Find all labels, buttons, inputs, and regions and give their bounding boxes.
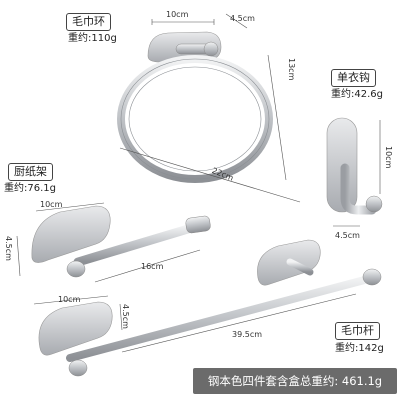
- coat-hook-illustration: [326, 117, 383, 227]
- coat-hook-depth: 4.5cm: [335, 231, 360, 240]
- towel-ring-weight: 重约:110g: [68, 33, 117, 44]
- paper-holder-weight: 重约:76.1g: [4, 183, 56, 194]
- towel-bar-base-width: 10cm: [58, 295, 81, 304]
- towel-ring-base-width: 10cm: [166, 10, 189, 19]
- towel-ring-height: 13cm: [287, 58, 296, 81]
- towel-ring-illustration: [117, 13, 301, 203]
- towel-bar-name: 毛巾杆: [335, 322, 380, 340]
- towel-ring-name: 毛巾环: [66, 13, 111, 31]
- towel-bar-illustration: [33, 239, 382, 377]
- towel-bar-rod: [66, 274, 376, 362]
- towel-bar-plate-left: [38, 301, 113, 356]
- coat-hook-name: 单衣钩: [331, 69, 376, 87]
- paper-holder-plate: [31, 205, 111, 263]
- paper-holder-name: 厨纸架: [8, 163, 53, 181]
- towel-bar-weight: 重约:142g: [335, 343, 384, 354]
- coat-hook-arm: [340, 163, 377, 215]
- total-weight-banner: 钢本色四件套含盒总重约: 461.1g: [193, 368, 397, 394]
- towel-ring-depth: 4.5cm: [230, 14, 255, 23]
- towel-bar-length: 39.5cm: [232, 330, 263, 339]
- paper-holder-illustration: [16, 202, 211, 283]
- paper-holder-depth: 4.5cm: [4, 236, 13, 261]
- coat-hook-height: 10cm: [384, 146, 393, 169]
- paper-holder-bar: [73, 221, 203, 267]
- towel-ring-loop: [117, 55, 273, 183]
- towel-bar-depth: 4.5cm: [121, 304, 130, 329]
- coat-hook-weight: 重约:42.6g: [331, 89, 383, 100]
- paper-holder-length: 16cm: [141, 262, 164, 271]
- paper-holder-base-width: 10cm: [40, 200, 63, 209]
